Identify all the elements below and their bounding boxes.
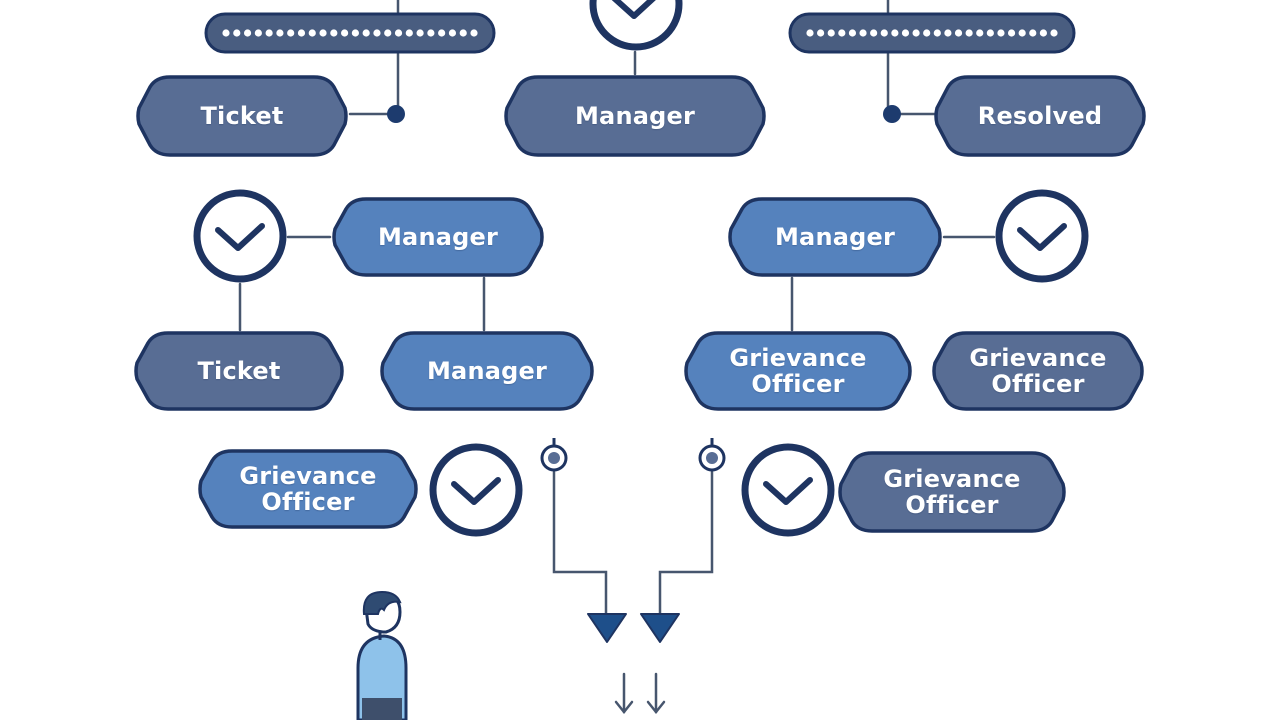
check-circle-icon-bottom-left bbox=[429, 443, 523, 537]
check-circle-icon-mid-right bbox=[995, 189, 1089, 283]
ticket-label: Ticket bbox=[200, 102, 284, 130]
ticket-node-top: Ticket bbox=[134, 74, 348, 157]
manager-node-mid-right: Manager bbox=[726, 196, 942, 277]
dotted-pill-icon-right bbox=[788, 12, 1076, 54]
check-circle-icon-bottom-right bbox=[741, 443, 835, 537]
resolved-label: Resolved bbox=[977, 102, 1103, 130]
ticket-label: Ticket bbox=[197, 357, 281, 385]
grievance-officer-label: Grievance Officer bbox=[729, 344, 867, 398]
grievance-officer-node-bottom-right: Grievance Officer bbox=[836, 450, 1066, 533]
grievance-officer-node-low-right: Grievance Officer bbox=[930, 330, 1144, 411]
manager-node-mid-left: Manager bbox=[330, 196, 544, 277]
grievance-officer-node-low-left: Grievance Officer bbox=[682, 330, 912, 411]
manager-label: Manager bbox=[426, 357, 548, 385]
check-circle-icon-mid-left bbox=[193, 189, 287, 283]
dotted-pill-icon-left bbox=[204, 12, 496, 54]
manager-node-top: Manager bbox=[502, 74, 766, 157]
grievance-officer-label: Grievance Officer bbox=[969, 344, 1107, 398]
check-circle-icon-top bbox=[589, 0, 683, 51]
manager-node-low: Manager bbox=[378, 330, 594, 411]
manager-label: Manager bbox=[377, 223, 499, 251]
manager-label: Manager bbox=[774, 223, 896, 251]
resolved-node: Resolved bbox=[932, 74, 1146, 157]
person-icon bbox=[356, 590, 408, 720]
grievance-officer-node-bottom-left: Grievance Officer bbox=[196, 448, 418, 529]
manager-label: Manager bbox=[574, 102, 696, 130]
ticket-node-low: Ticket bbox=[132, 330, 344, 411]
grievance-officer-label: Grievance Officer bbox=[883, 465, 1021, 519]
grievance-officer-label: Grievance Officer bbox=[239, 462, 377, 516]
